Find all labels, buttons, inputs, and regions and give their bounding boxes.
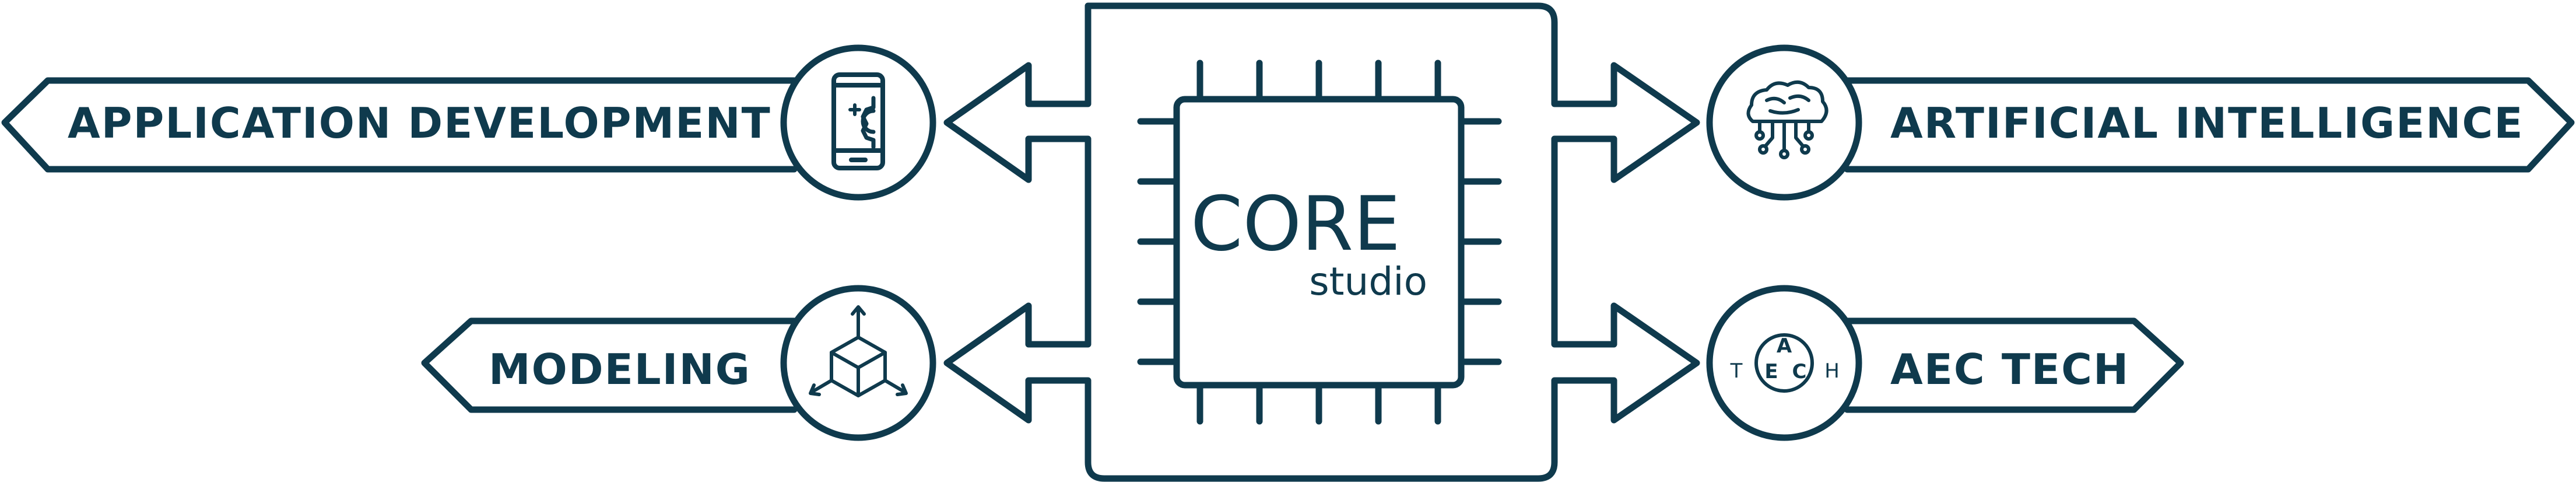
banner-modeling <box>421 317 798 413</box>
banner-application-development <box>1 77 798 173</box>
circle-application-development <box>780 44 936 201</box>
label-application-development: APPLICATION DEVELOPMENT <box>68 99 771 148</box>
phone-gear-icon <box>831 72 885 170</box>
circle-aec-tech <box>1706 285 1862 441</box>
label-modeling: MODELING <box>489 345 751 394</box>
aec-icon-letter-e: E <box>1764 360 1778 383</box>
core-housing <box>943 2 1700 482</box>
chip: CORE studio <box>1137 60 1502 425</box>
aec-icon-letter-h: H <box>1824 359 1840 383</box>
branch-application-development: APPLICATION DEVELOPMENT <box>1 44 936 201</box>
circle-modeling <box>780 285 936 441</box>
label-aec-tech: AEC TECH <box>1890 345 2129 394</box>
aec-icon-letter-a: A <box>1777 334 1792 358</box>
cube-axes-icon <box>809 305 908 397</box>
core-title: CORE <box>1191 181 1401 268</box>
banner-aec-tech <box>1844 317 2184 413</box>
core-subtitle: studio <box>1309 259 1427 304</box>
brain-circuit-icon <box>1746 80 1829 159</box>
aec-tech-icon: A T E C H <box>1730 333 1840 393</box>
chip-pins <box>1137 60 1502 425</box>
banner-artificial-intelligence <box>1844 77 2575 173</box>
aec-icon-letter-c: C <box>1792 360 1807 383</box>
branch-modeling: MODELING <box>421 285 936 441</box>
aec-icon-letter-t: T <box>1730 359 1743 383</box>
label-artificial-intelligence: ARTIFICIAL INTELLIGENCE <box>1890 99 2524 148</box>
branch-aec-tech: AEC TECH A T E C H <box>1706 285 2184 441</box>
branch-artificial-intelligence: ARTIFICIAL INTELLIGENCE <box>1706 44 2575 201</box>
